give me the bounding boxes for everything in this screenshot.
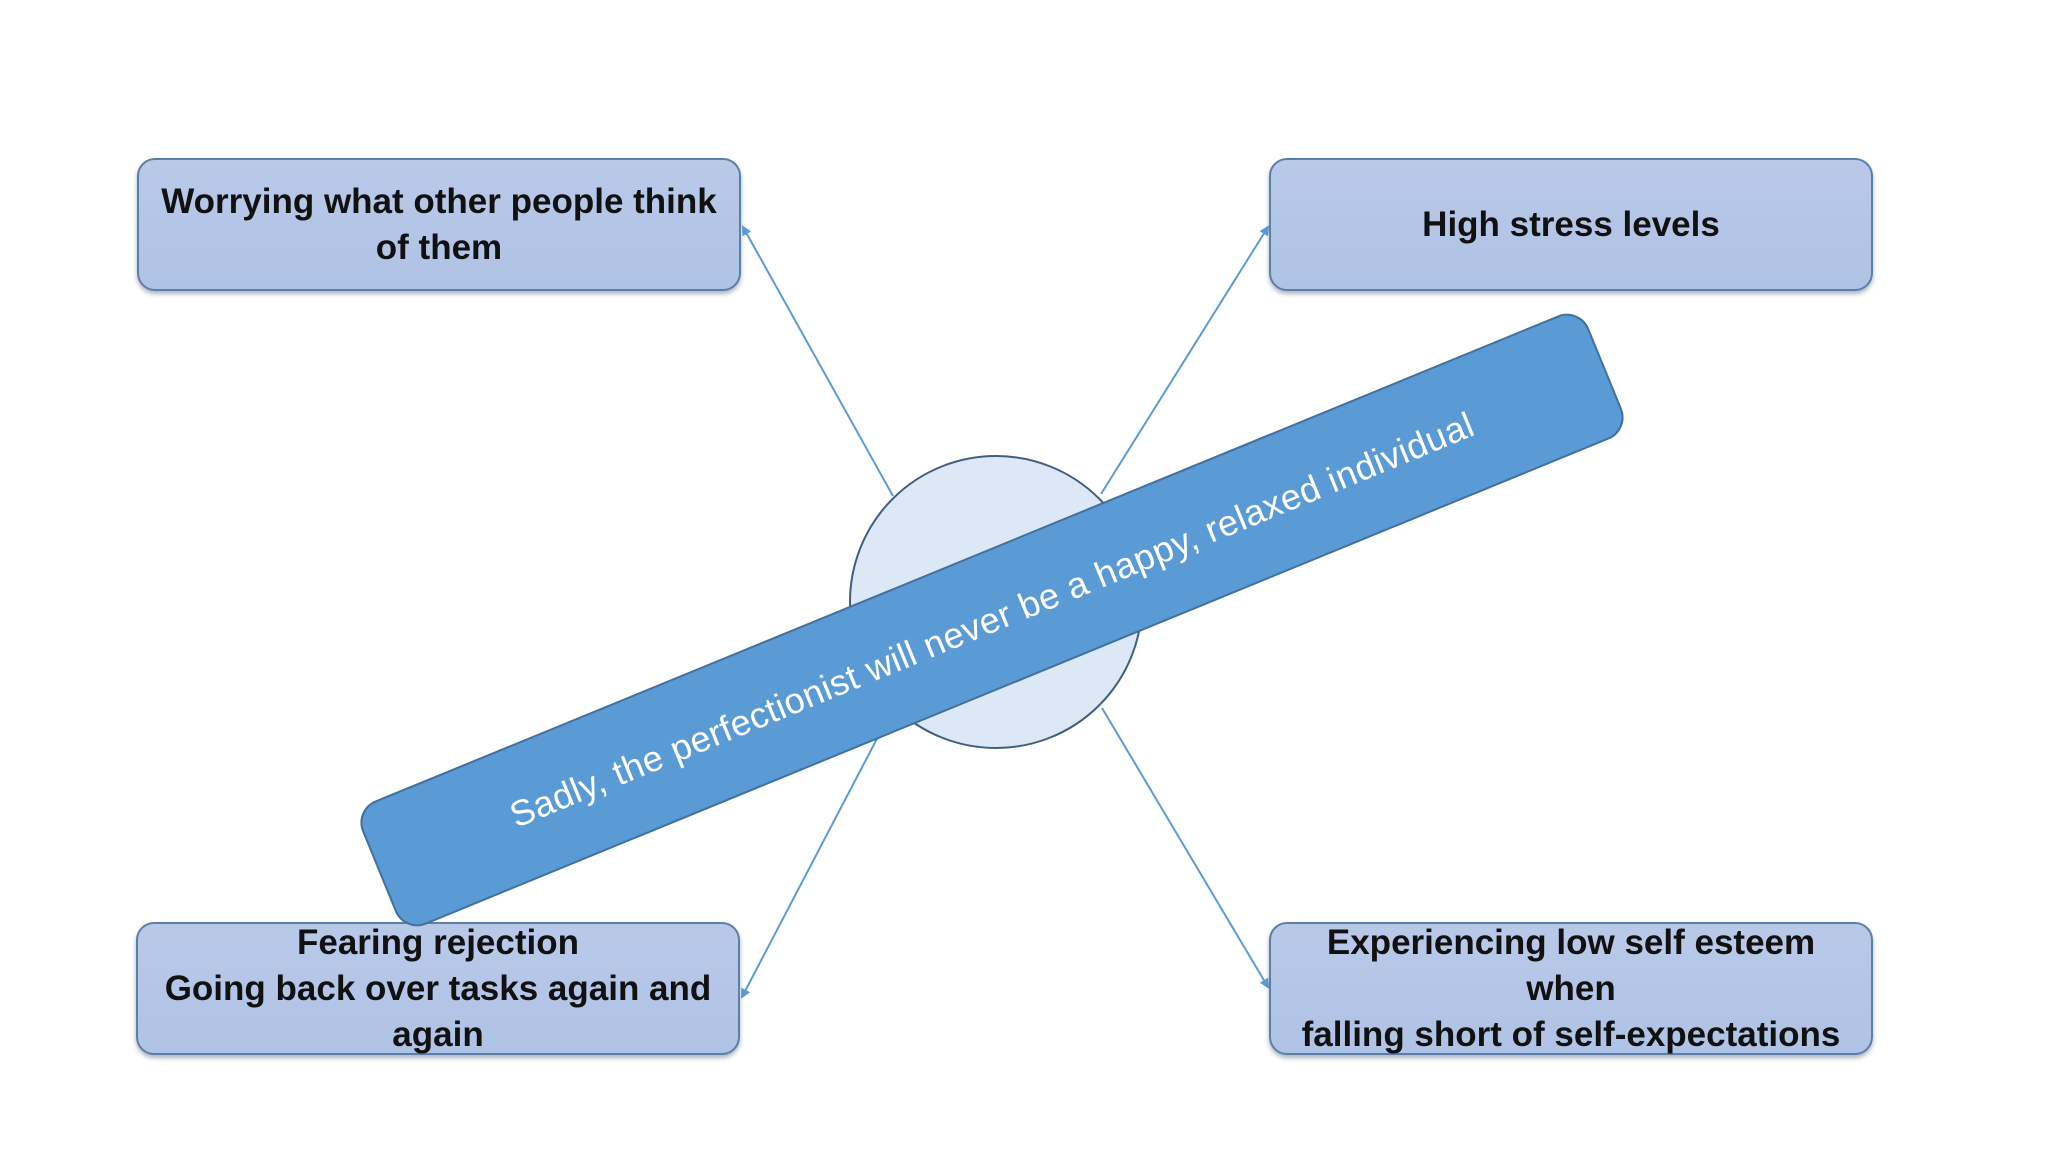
node-worrying-others: Worrying what other people think of them bbox=[137, 158, 741, 291]
node-low-self-esteem: Experiencing low self esteem when fallin… bbox=[1269, 922, 1873, 1055]
node-label: Worrying what other people think of them bbox=[161, 181, 717, 267]
node-label: Fearing rejection Going back over tasks … bbox=[164, 922, 712, 1054]
node-label: High stress levels bbox=[1422, 204, 1720, 244]
node-label: Experiencing low self esteem when fallin… bbox=[1301, 922, 1841, 1054]
connector-arrow-top-left bbox=[742, 225, 894, 497]
connector-arrow-top-right bbox=[1100, 225, 1270, 495]
node-fearing-rejection: Fearing rejection Going back over tasks … bbox=[136, 922, 740, 1055]
connector-arrow-bottom-right bbox=[1101, 707, 1270, 989]
node-high-stress: High stress levels bbox=[1269, 158, 1873, 291]
connector-arrow-bottom-left bbox=[741, 709, 893, 999]
